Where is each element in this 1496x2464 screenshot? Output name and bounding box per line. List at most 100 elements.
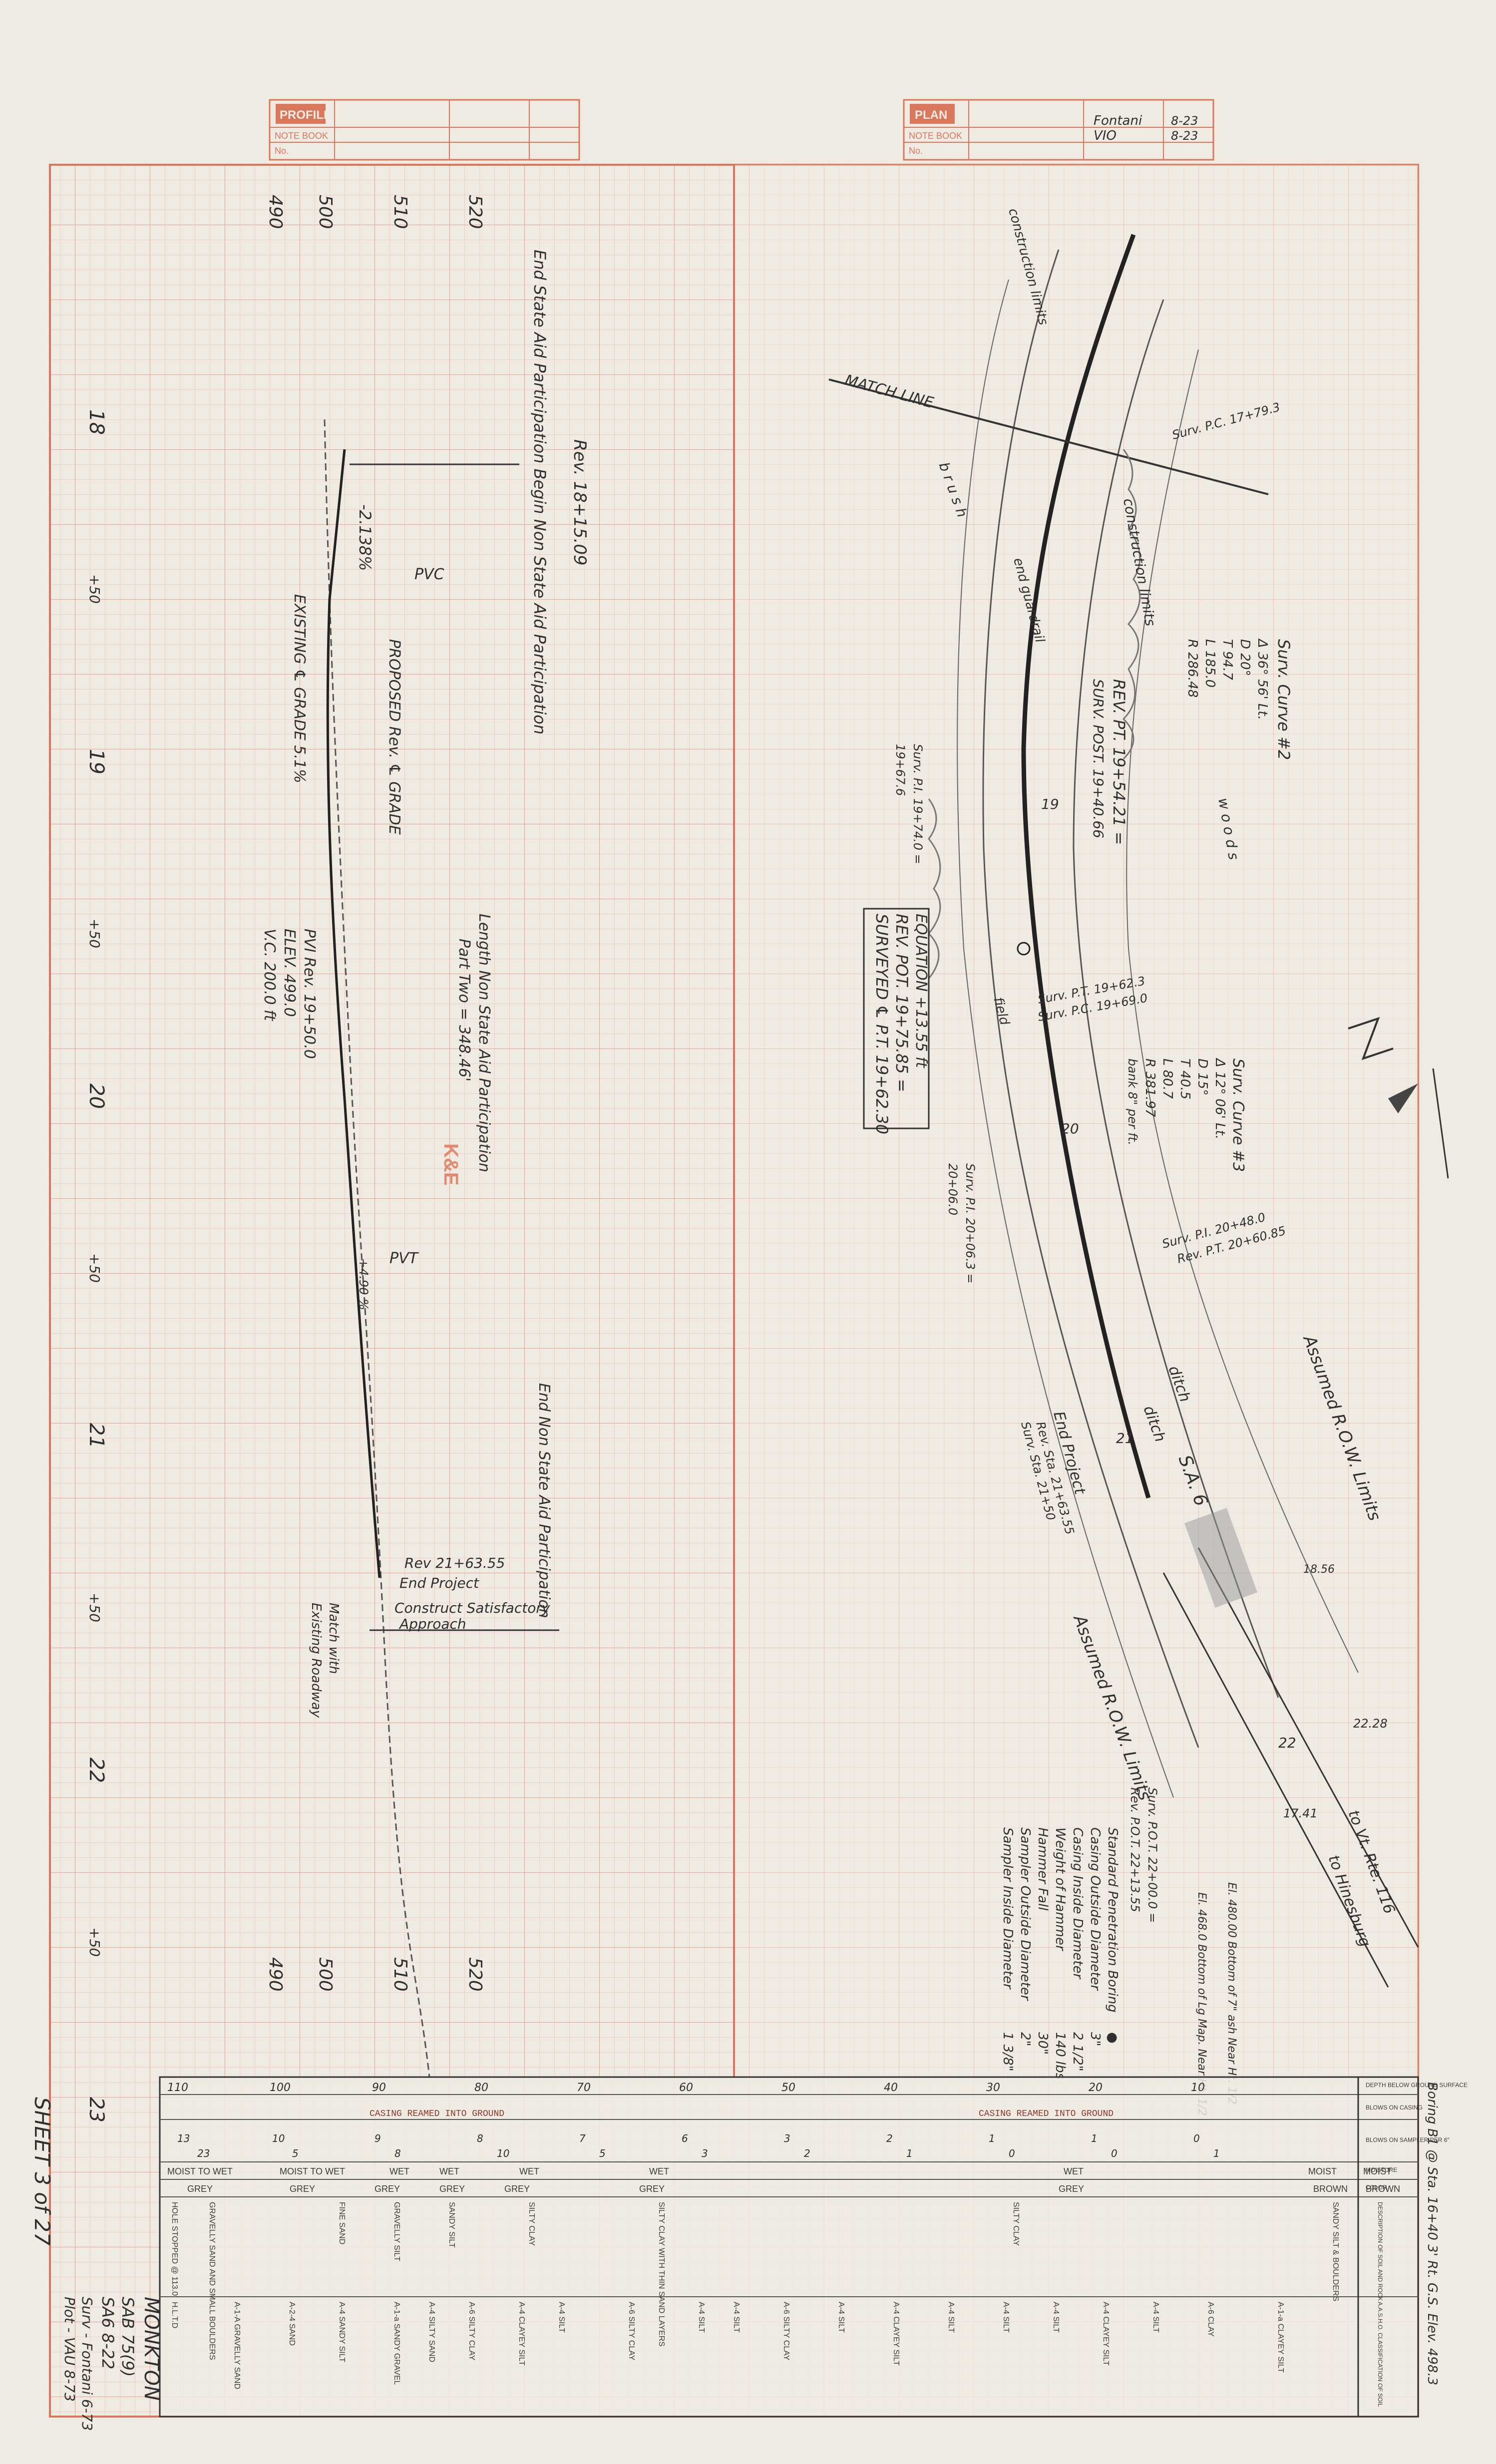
station-22-50: +50 [86, 1927, 103, 1957]
profile-book-label: NOTE BOOK [275, 131, 328, 141]
equation-2: REV. POT. 19+75.85 = [892, 914, 911, 1092]
ke-stamp: K&E [440, 1143, 462, 1185]
rev-station-note: Rev. 18+15.09 [570, 439, 590, 566]
class-18: A-4 CLAYEY SILT [1102, 2302, 1110, 2366]
moisture-3: WET [439, 2166, 459, 2176]
desc-5: SILTY CLAY [527, 2202, 536, 2246]
color-5: GREY [639, 2184, 665, 2194]
edge-line-right [1073, 299, 1279, 1698]
plan-label: PLAN [915, 108, 947, 122]
station-18-50: +50 [86, 574, 103, 604]
profile-elevation-labels-top: 490 500 510 520 [265, 195, 485, 229]
spec-label-6: Sampler Inside Diameter [1000, 1827, 1015, 1990]
elev-top-510: 510 [390, 195, 410, 229]
color-7: BROWN [1313, 2184, 1348, 2194]
class-7: A-4 CLAYEY SILT [517, 2302, 526, 2366]
moisture-6: WET [1064, 2166, 1084, 2176]
desc-0: HOLE STOPPED @ 113.0' [170, 2202, 179, 2297]
pvi-station-note: PVI Rev. 19+50.0 [301, 929, 318, 1059]
station-19: 19 [85, 749, 108, 774]
station-20-50: +50 [86, 1253, 103, 1283]
spec-value-6: 1 3/8" [1000, 2032, 1015, 2072]
blows-sampler-3: 10 [497, 2147, 509, 2159]
curve2-d: D 20° [1237, 639, 1252, 676]
blows-sampler-6: 2 [804, 2147, 810, 2159]
spec-value-0: ● [1105, 2032, 1120, 2044]
curve3-title: Surv. Curve #3 [1229, 1058, 1247, 1172]
class-1: A-1-A GRAVELLY SAND [233, 2302, 241, 2389]
color-6: GREY [1059, 2184, 1084, 2194]
plan-date-1: 8-23 [1171, 114, 1198, 128]
curve2-r: R 286.48 [1185, 639, 1200, 698]
surv-pot: Surv. P.O.T. 22+00.0 = [1145, 1787, 1159, 1923]
desc-1: GRAVELLY SAND AND SMALL BOULDERS [208, 2202, 216, 2360]
grade-1-note: -2.138% [356, 504, 374, 571]
blows-casing-6: 3 [784, 2132, 790, 2144]
elev-bot-490: 490 [265, 1957, 286, 1992]
approach-note: Approach [398, 1616, 466, 1632]
station-23: 23 [85, 2097, 108, 2122]
pvt-note: PVT [389, 1250, 419, 1267]
blows-casing-9: 1 [1091, 2132, 1098, 2144]
blows-casing-4: 7 [579, 2132, 586, 2144]
proposed-grade-line [326, 449, 381, 1578]
row-label-2: BLOWS ON SAMPLER PER 6" [1366, 2136, 1450, 2143]
blows-sampler-9: 0 [1111, 2147, 1118, 2159]
curve2-title: Surv. Curve #2 [1274, 639, 1293, 760]
profile-notes: Rev. 18+15.09 End State Aid Participatio… [261, 250, 590, 1718]
existing-grade-line [324, 419, 430, 2078]
benchmark-1: El. 480.00 Bottom of 7" ash Near Ht. 1/2 [1225, 1882, 1238, 2105]
depth-80: 80 [474, 2082, 488, 2094]
depth-90: 90 [372, 2082, 386, 2094]
pvi-elevation-note: ELEV. 499.0 [281, 929, 298, 1017]
class-10: A-4 SILT [697, 2302, 706, 2333]
elev-bot-510: 510 [390, 1957, 410, 1992]
rev-pot: Rev. P.O.T. 22+13.55 [1128, 1787, 1142, 1912]
existing-grade-note: EXISTING ℄ GRADE 5.1% [291, 594, 308, 783]
row-label-0: DEPTH BELOW GROUND SURFACE [1366, 2082, 1468, 2089]
row-label-1: BLOWS ON CASING [1366, 2104, 1423, 2111]
plan-by-1: Fontani [1094, 113, 1142, 128]
elev-1856: 18.56 [1303, 1563, 1335, 1576]
elev-top-490: 490 [265, 195, 286, 229]
class-20: A-6 CLAY [1206, 2302, 1215, 2337]
color-8: BROWN [1366, 2184, 1400, 2194]
row-line-right [1126, 349, 1359, 1673]
plan-by-2: VIO [1094, 128, 1117, 143]
footer-block: SHEET 3 of 27 MONKTON SAB 75(9) SA6 8-22… [30, 2097, 163, 2431]
curve3-d: D 15° [1195, 1058, 1210, 1095]
class-17: A-4 SILT [1052, 2302, 1060, 2333]
spec-label-5: Sampler Outside Diameter [1018, 1827, 1033, 2002]
profile-label: PROFILE [280, 108, 332, 122]
spec-label-0: Standard Penetration Boring [1105, 1827, 1120, 2013]
plan-sta-21: 21 [1116, 1430, 1134, 1446]
spec-value-5: 2" [1018, 2032, 1033, 2047]
surv-pi-2b: 20+06.0 [946, 1163, 960, 1215]
class-15: A-4 SILT [947, 2302, 955, 2333]
spec-value-2: 2 1/2" [1070, 2032, 1085, 2072]
class-9: A-6 SILTY CLAY [627, 2302, 636, 2361]
class-19: A-4 SILT [1151, 2302, 1160, 2333]
casing-note-2: CASING REAMED INTO GROUND [979, 2109, 1114, 2119]
depth-30: 30 [986, 2082, 1000, 2094]
spec-label-2: Casing Inside Diameter [1070, 1827, 1085, 1980]
depth-60: 60 [679, 2082, 693, 2094]
class-13: A-4 SILT [837, 2302, 845, 2333]
row-label-3: MOISTURE [1366, 2166, 1397, 2173]
rev-pt-label: REV. PT. 19+54.21 = [1110, 679, 1128, 845]
class-4: A-1-a SANDY GRAVEL [392, 2302, 401, 2385]
desc-3: GRAVELLY SILT [392, 2202, 401, 2261]
plan-sta-19: 19 [1041, 796, 1059, 812]
equation-3: SURVEYED ℄ P.T. 19+62.30 [872, 914, 891, 1134]
plan-sta-20: 20 [1061, 1120, 1079, 1137]
curve-2-data: Surv. Curve #2 Δ 36° 56' Lt. D 20° T 94.… [1185, 638, 1293, 760]
blows-casing-5: 6 [682, 2132, 688, 2144]
class-14: A-4 CLAYEY SILT [892, 2302, 900, 2366]
moisture-0: MOIST TO WET [167, 2166, 233, 2176]
equation-1: EQUATION +13.55 ft [912, 914, 930, 1068]
profile-no-label: No. [275, 146, 289, 156]
control-point-pi [1017, 942, 1031, 956]
sheet-number: SHEET 3 of 27 [30, 2097, 54, 2246]
boring-row-labels: DEPTH BELOW GROUND SURFACE BLOWS ON CASI… [1366, 2082, 1468, 2407]
curve-3-data: Surv. Curve #3 Δ 12° 06' Lt. D 15° T 40.… [1125, 1057, 1247, 1172]
